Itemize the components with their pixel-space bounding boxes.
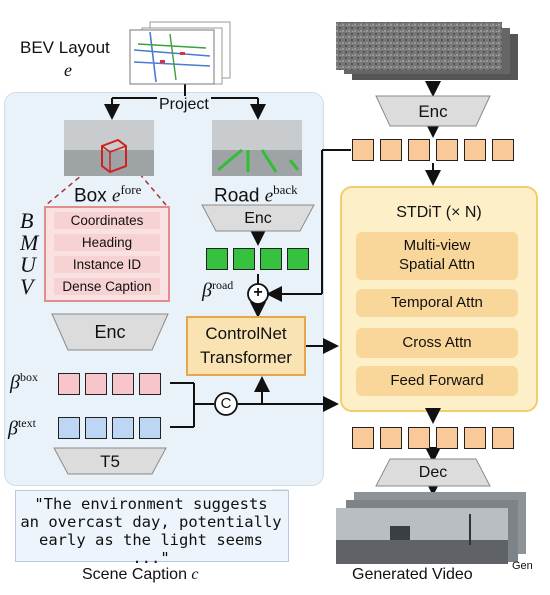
attr-coordinates: Coordinates xyxy=(54,212,160,229)
stdit-cross-attn: Cross Attn xyxy=(356,328,518,358)
stdit-temporal-attn: Temporal Attn xyxy=(356,289,518,317)
generated-video-sub: Gen xyxy=(512,560,533,572)
road-tokens xyxy=(202,244,314,274)
noise-latent-tokens xyxy=(350,136,516,164)
scene-caption-text: "The environment suggests an overcast da… xyxy=(20,495,282,567)
beta-text: βtext xyxy=(8,416,36,440)
road-label: Road eback xyxy=(214,182,298,207)
bmuv-letters: B M U V xyxy=(20,208,39,299)
generated-video-image xyxy=(336,492,526,564)
road-view-image xyxy=(212,120,302,176)
noise-encoder: Enc xyxy=(418,102,448,121)
output-latent-tokens xyxy=(350,424,516,452)
box-label: Box efore xyxy=(74,182,142,207)
stdit-feed-forward: Feed Forward xyxy=(356,366,518,396)
box-attribute-stack: Coordinates Heading Instance ID Dense Ca… xyxy=(44,206,170,302)
controlnet-transformer: ControlNet Transformer xyxy=(186,316,306,376)
project-label: Project xyxy=(157,96,211,114)
beta-road: βroad xyxy=(202,278,234,302)
bev-layout-image xyxy=(129,21,231,85)
bev-layout-title: BEV Layout xyxy=(20,38,110,57)
text-tokens xyxy=(56,414,170,442)
scene-caption-box xyxy=(15,490,289,562)
attr-instance-id: Instance ID xyxy=(54,256,160,273)
decoder: Dec xyxy=(418,464,448,481)
stdit-spatial-attn: Multi-view Spatial Attn xyxy=(356,232,518,280)
road-encoder: Enc xyxy=(244,210,272,227)
text-encoder-t5: T5 xyxy=(100,452,120,471)
box-encoder: Enc xyxy=(94,322,126,342)
bev-layout-symbol: e xyxy=(64,60,72,80)
generated-video-label: Generated Video xyxy=(352,566,473,583)
stdit-title: STDiT (× N) xyxy=(396,204,482,221)
plus-operator: + xyxy=(253,284,263,301)
attr-heading: Heading xyxy=(54,234,160,251)
attr-dense-caption: Dense Caption xyxy=(54,278,160,295)
box-tokens xyxy=(56,370,170,398)
noise-input-image xyxy=(336,22,518,80)
box-view-image xyxy=(64,120,154,176)
concat-operator: C xyxy=(220,395,232,412)
beta-box: βbox xyxy=(10,370,38,394)
scene-caption-label: Scene Caption c xyxy=(82,566,199,583)
